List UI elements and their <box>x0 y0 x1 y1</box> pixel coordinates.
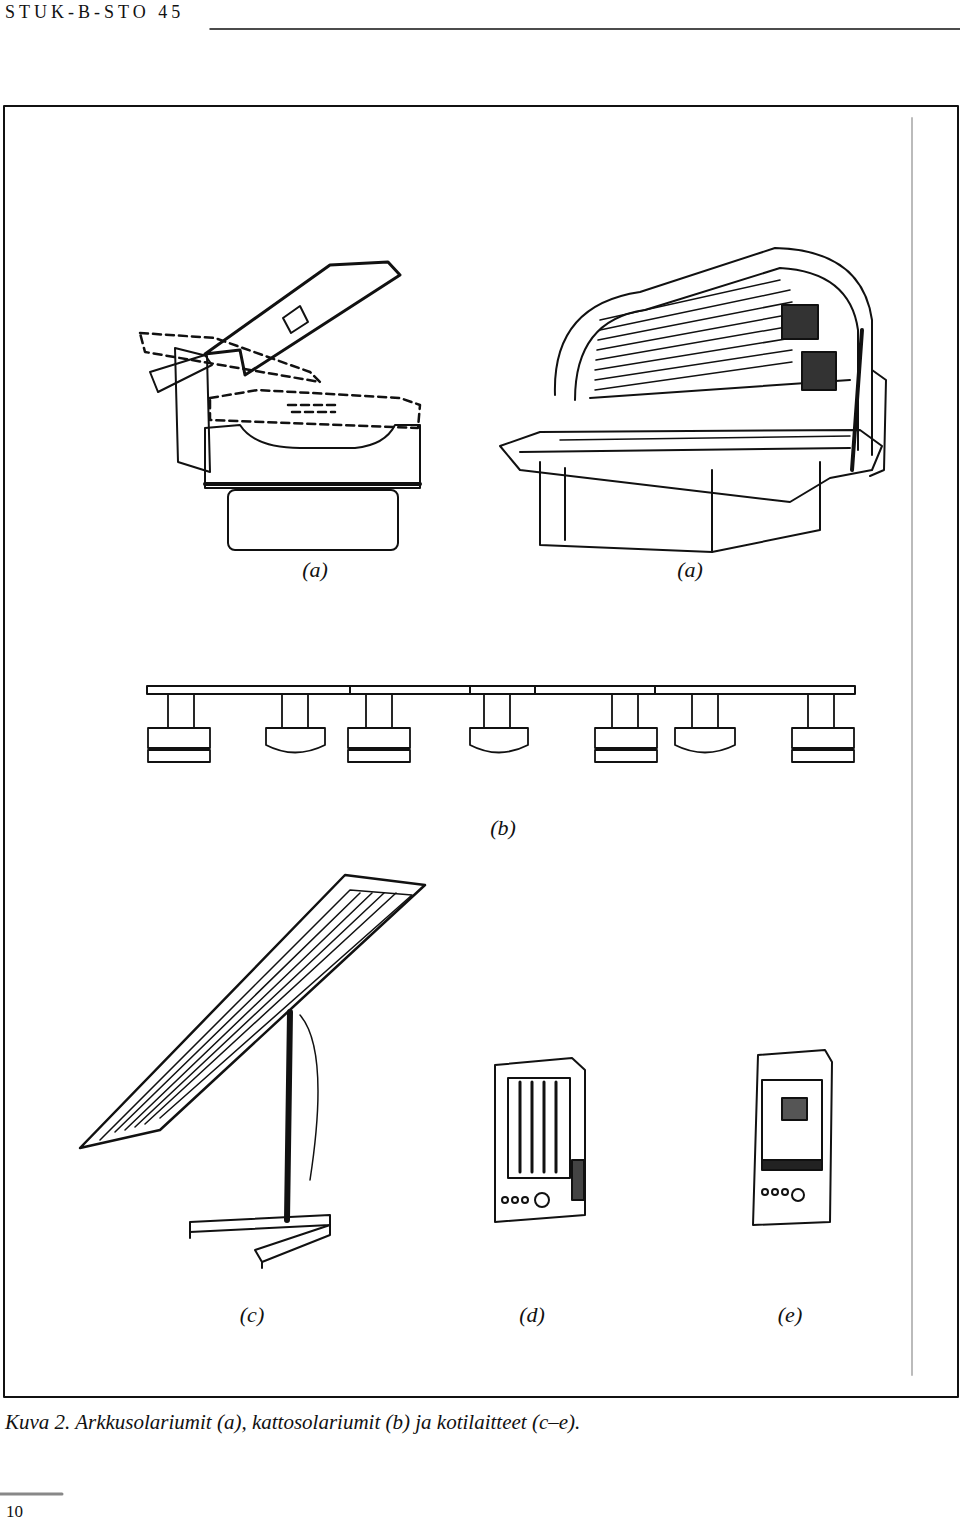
running-header: STUK-B-STO 45 <box>5 2 184 23</box>
home-unit-d <box>495 1058 585 1222</box>
figure-part-label: (a) <box>675 557 705 583</box>
figure-part-label: (d) <box>517 1302 547 1328</box>
sunbed-open <box>500 248 886 552</box>
header-rule <box>210 28 960 30</box>
figure-part-label: (a) <box>300 557 330 583</box>
ceiling-solarium <box>147 686 855 762</box>
figure-caption: Kuva 2. Arkkusolariumit (a), kattosolari… <box>5 1410 580 1435</box>
figure-part-label: (e) <box>776 1302 804 1328</box>
standing-lamp <box>80 875 425 1268</box>
footer-rule <box>0 1493 62 1496</box>
sunbed-schematic <box>140 262 420 550</box>
figure-part-label: (c) <box>238 1302 266 1328</box>
figure-part-label: (b) <box>488 815 518 841</box>
page-number: 10 <box>6 1502 23 1522</box>
home-unit-e <box>753 1050 832 1225</box>
figure-frame <box>4 106 958 1397</box>
scan-edge-line <box>911 118 913 1375</box>
